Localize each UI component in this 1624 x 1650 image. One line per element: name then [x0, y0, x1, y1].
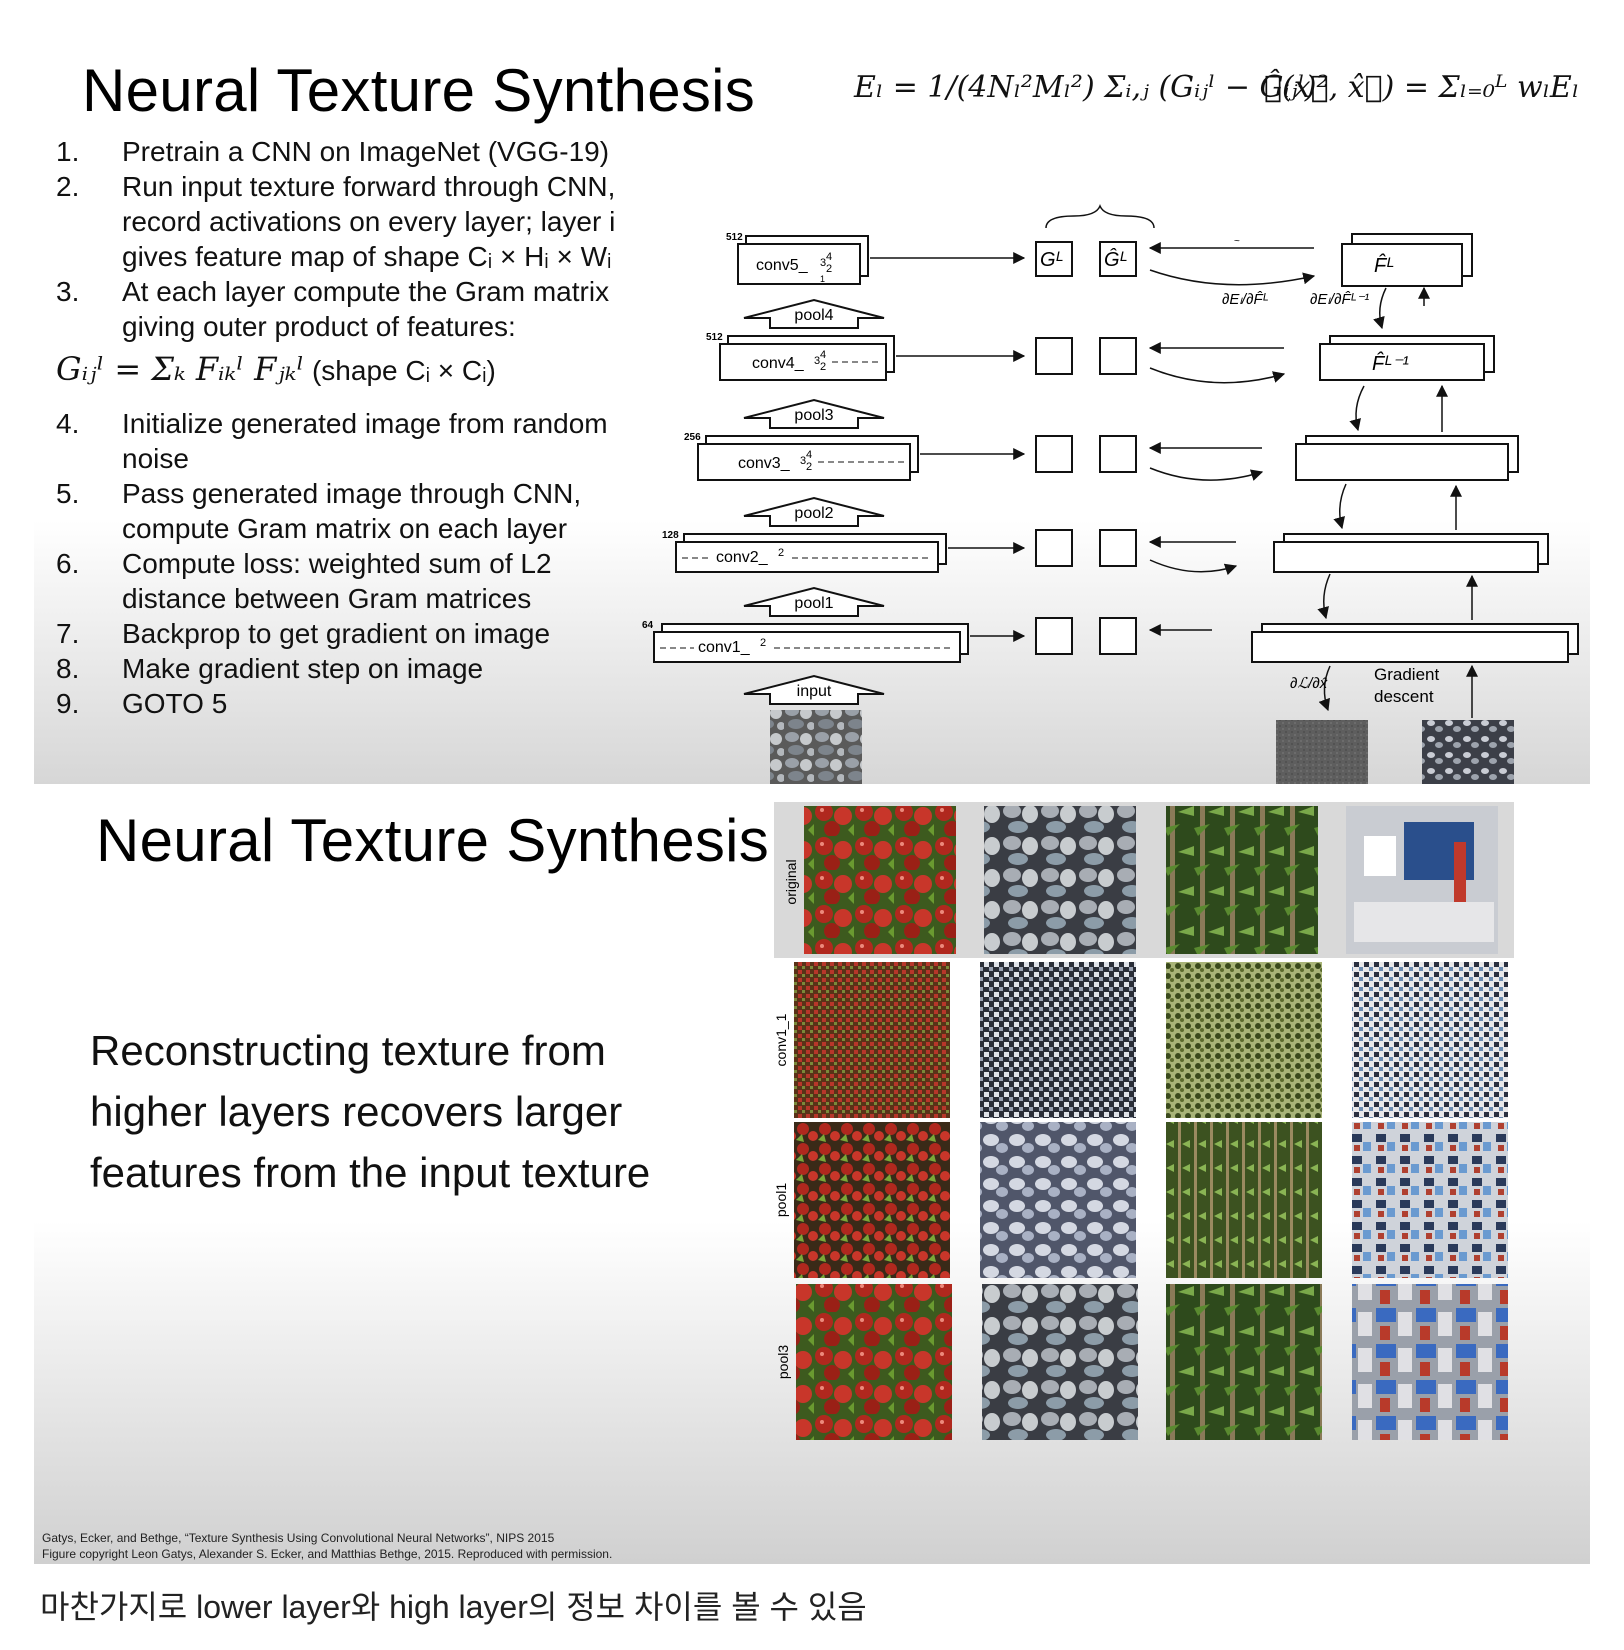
svg-text:3: 3	[820, 257, 826, 269]
svg-text:Gᴸ: Gᴸ	[1040, 249, 1064, 271]
original-jungle	[1166, 806, 1318, 954]
row-label: pool3	[775, 1345, 791, 1379]
step-item: 9.GOTO 5	[56, 688, 228, 719]
conv1-block: conv1_ 2 64	[642, 620, 969, 663]
slide-title: Neural Texture Synthesis	[82, 57, 756, 124]
pool3-arrow: pool3	[743, 398, 885, 429]
citation: Gatys, Ecker, and Bethge, “Texture Synth…	[42, 1531, 613, 1561]
noise-image	[1276, 720, 1368, 786]
pool3-kiosk	[1352, 1284, 1508, 1440]
channel-label: 128	[662, 530, 679, 541]
synthesized-image	[1422, 720, 1514, 786]
layer-label: conv3_	[738, 455, 791, 472]
step-item: 5.Pass generated image through CNN,compu…	[56, 478, 582, 544]
layer-label: conv5_	[756, 257, 809, 274]
layer-label: conv1_	[698, 639, 751, 656]
svg-text:4: 4	[806, 449, 812, 461]
row-label: pool1	[774, 1183, 789, 1217]
pool4-arrow: pool4	[743, 298, 885, 329]
gradient-descent-label: Gradient	[1374, 665, 1439, 684]
conv1-jungle	[1166, 962, 1322, 1118]
pool2-arrow: pool2	[743, 496, 885, 527]
svg-text:2: 2	[778, 547, 784, 559]
svg-text:4: 4	[826, 251, 832, 263]
pool1-arrow: pool1	[743, 586, 885, 617]
layer-label: conv4_	[752, 355, 805, 372]
svg-text:F̂ᴸ⁻¹: F̂ᴸ⁻¹	[1372, 352, 1409, 375]
svg-text:Ĝᴸ: Ĝᴸ	[1104, 248, 1128, 271]
svg-text:pool1: pool1	[794, 595, 833, 612]
gram-boxes: Gᴸ Ĝᴸ	[1035, 203, 1155, 655]
generated-stack: F̂ᴸ F̂ᴸ⁻¹	[1251, 233, 1579, 663]
channel-label: 64	[642, 620, 654, 631]
row-label: original	[783, 859, 799, 904]
step-item: 7.Backprop to get gradient on image	[56, 618, 551, 649]
channel-label: 512	[706, 332, 723, 343]
algorithm-steps: 1.Pretrain a CNN on ImageNet (VGG-19) 2.…	[56, 134, 615, 721]
slide-texture-synthesis-algorithm: Neural Texture Synthesis Eₗ = 1/(4Nₗ²Mₗ²…	[34, 48, 1590, 786]
svg-text:2: 2	[760, 637, 766, 649]
loss-formula: ℒ(x⃗, x̂⃗) = Σₗ₌₀ᴸ wₗEₗ	[1264, 70, 1580, 105]
svg-text:4: 4	[820, 349, 826, 361]
svg-text:2: 2	[820, 361, 826, 373]
pool3-radish	[796, 1284, 952, 1440]
caption-text: 마찬가지로 lower layer와 high layer의 정보 차이를 볼 …	[40, 1589, 867, 1625]
conv2-block: conv2_ 2 128	[662, 530, 947, 573]
texture-grid-figure: original conv1_1 pool1 pool3	[774, 802, 1514, 1440]
original-pebble	[984, 806, 1136, 954]
layer-label: conv2_	[716, 549, 769, 566]
step-item: 1.Pretrain a CNN on ImageNet (VGG-19)	[56, 136, 610, 167]
energy-formula: Eₗ = 1/(4Nₗ²Mₗ²) Σᵢ,ⱼ (Gᵢⱼˡ − Ĝᵢⱼˡ)²	[854, 70, 1329, 105]
row-label: conv1_1	[774, 1013, 789, 1066]
channel-label: 512	[726, 232, 743, 243]
svg-text:3: 3	[800, 455, 806, 467]
pool3-jungle	[1166, 1284, 1322, 1440]
pool3-pebble	[982, 1284, 1138, 1440]
input-arrow: input	[743, 674, 885, 705]
svg-text:2: 2	[826, 263, 832, 275]
dE-dF-label: ∂Eₗ/∂F̂ᴸ	[1222, 291, 1269, 308]
pool1-pebble	[980, 1122, 1136, 1278]
conv1-radish	[794, 962, 950, 1118]
step-item: 8.Make gradient step on image	[56, 653, 484, 684]
conv1-pebble	[980, 962, 1136, 1118]
gram-matrix-equation: Gᵢⱼˡ = Σₖ Fᵢₖˡ Fⱼₖˡ (shape Cᵢ × Cᵢ)	[56, 350, 496, 388]
step-item: 4.Initialize generated image from random…	[56, 408, 608, 474]
original-kiosk	[1346, 806, 1498, 954]
channel-label: 256	[684, 432, 701, 443]
gradient-descent-label: descent	[1374, 687, 1434, 706]
svg-text:~: ~	[1234, 236, 1240, 247]
slide-blurb: Reconstructing texture from higher layer…	[90, 1027, 651, 1196]
input-texture-image	[770, 710, 862, 786]
step-item: 2.Run input texture forward through CNN,…	[56, 171, 616, 272]
dE-dF1-label: ∂Eₗ/∂F̂ᴸ⁻¹	[1310, 291, 1369, 308]
pool1-jungle	[1166, 1122, 1322, 1278]
pool1-radish	[794, 1122, 950, 1278]
svg-text:F̂ᴸ: F̂ᴸ	[1374, 254, 1394, 277]
original-radish	[804, 806, 956, 954]
svg-text:input: input	[797, 683, 832, 700]
svg-text:1: 1	[820, 274, 825, 284]
svg-text:3: 3	[814, 355, 820, 367]
slide-title: Neural Texture Synthesis	[96, 807, 770, 874]
svg-text:pool2: pool2	[794, 505, 833, 522]
dL-dx-label: ∂ℒ/∂x̂	[1290, 675, 1328, 692]
svg-text:2: 2	[806, 461, 812, 473]
conv1-kiosk	[1352, 962, 1508, 1118]
pool1-kiosk	[1352, 1122, 1508, 1278]
svg-text:pool3: pool3	[794, 407, 833, 424]
svg-text:pool4: pool4	[794, 307, 833, 324]
slide-texture-reconstruction: Neural Texture Synthesis Reconstructing …	[34, 784, 1590, 1564]
